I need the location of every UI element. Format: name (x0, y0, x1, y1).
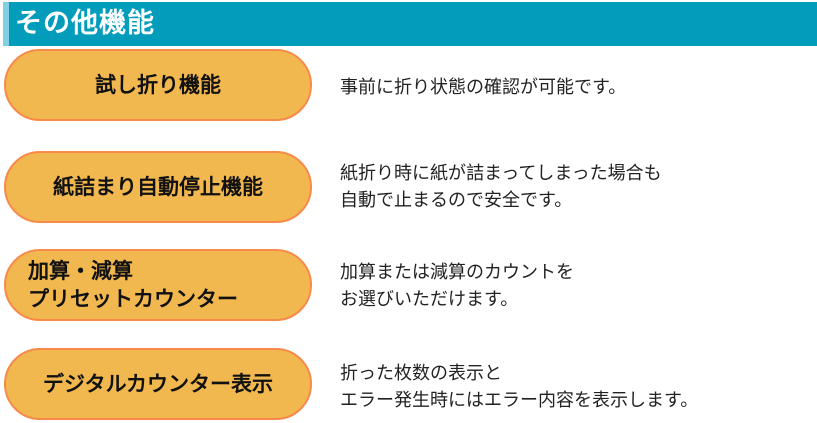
feature-label: デジタルカウンター表示 (43, 372, 273, 396)
feature-label: 加算・減算 プリセットカウンター (28, 259, 238, 311)
feature-badge-preset-counter: 加算・減算 プリセットカウンター (4, 249, 312, 321)
feature-badge-trial-fold: 試し折り機能 (4, 49, 312, 121)
feature-badge-digital-counter: デジタルカウンター表示 (4, 348, 312, 420)
section-title: その他機能 (15, 8, 155, 39)
feature-description: 事前に折り状態の確認が可能です。 (340, 77, 627, 98)
header-accent-stripe (3, 2, 9, 46)
feature-description: 紙折り時に紙が詰まってしまった場合も 自動で止まるので安全です。 (340, 163, 662, 211)
feature-label: 試し折り機能 (95, 73, 221, 97)
feature-description: 加算または減算のカウントを お選びいただけます。 (340, 262, 574, 310)
feature-label: 紙詰まり自動停止機能 (53, 175, 263, 199)
section-header: その他機能 (3, 2, 817, 46)
feature-description: 折った枚数の表示と エラー発生時にはエラー内容を表示します。 (340, 363, 699, 411)
feature-badge-jam-stop: 紙詰まり自動停止機能 (4, 151, 312, 223)
